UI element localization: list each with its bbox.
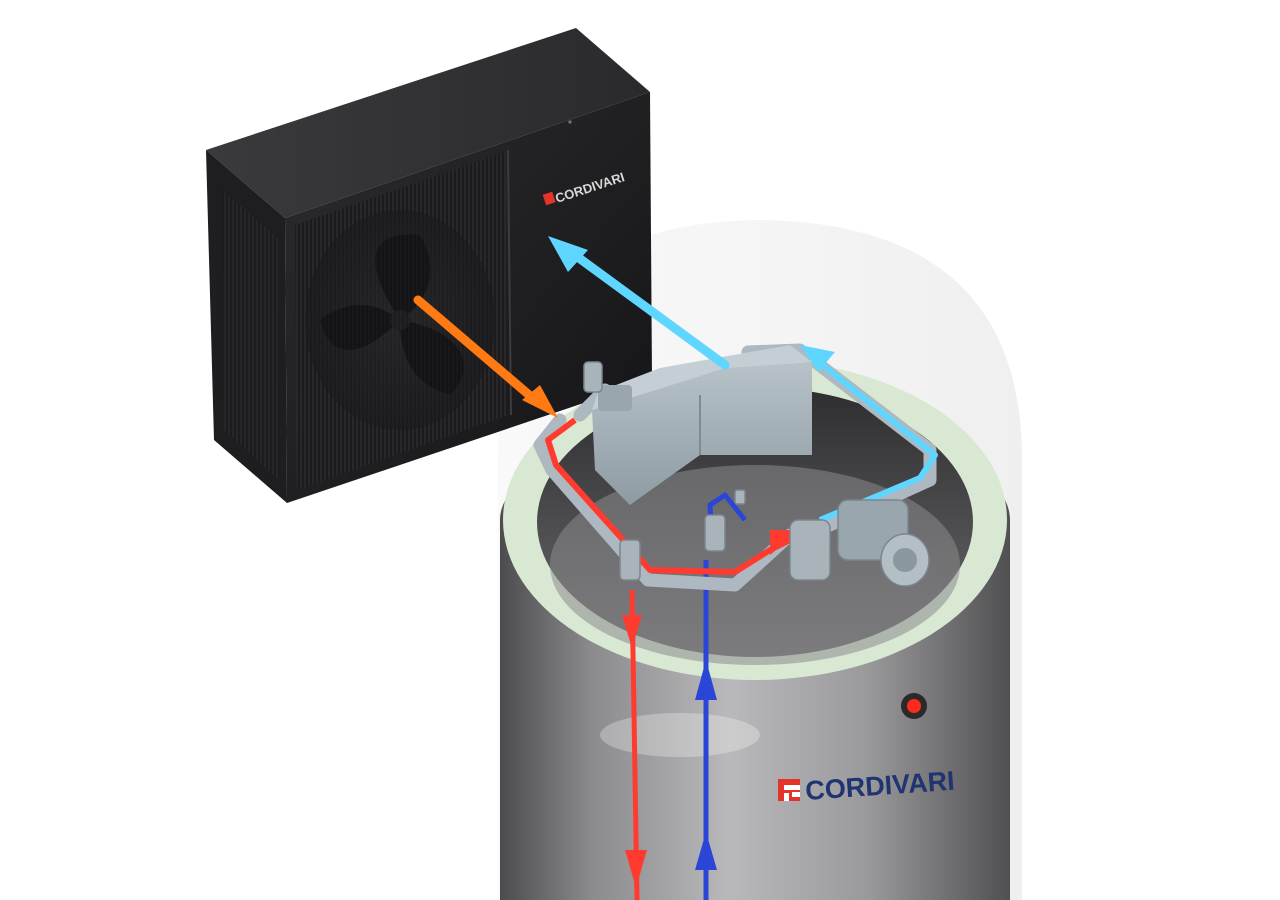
tank-highlight [600,713,760,757]
tank-flow-lines [622,560,717,900]
hot-flow-arrow-upper [622,615,642,648]
return-flow [548,236,730,370]
fan-icon [305,210,495,430]
valve-icon [583,361,746,581]
heat-pump-top [206,28,650,218]
return-loop-arrowhead [800,345,835,372]
hot-flow-arrow-lower [625,850,647,888]
circulation-pump-icon [789,499,930,587]
outdoor-heat-pump-unit-icon: CORDIVARI [206,28,652,503]
exhaust-flow [413,295,558,418]
cold-flow-arrow-lower [695,832,717,870]
return-loop-flow [808,352,938,523]
cold-flow-arrow-upper [695,660,717,700]
red-indicator-light-icon [901,693,927,719]
exhaust-arrowhead [522,385,558,418]
controller-box [592,345,812,505]
return-arrowhead [548,236,588,272]
